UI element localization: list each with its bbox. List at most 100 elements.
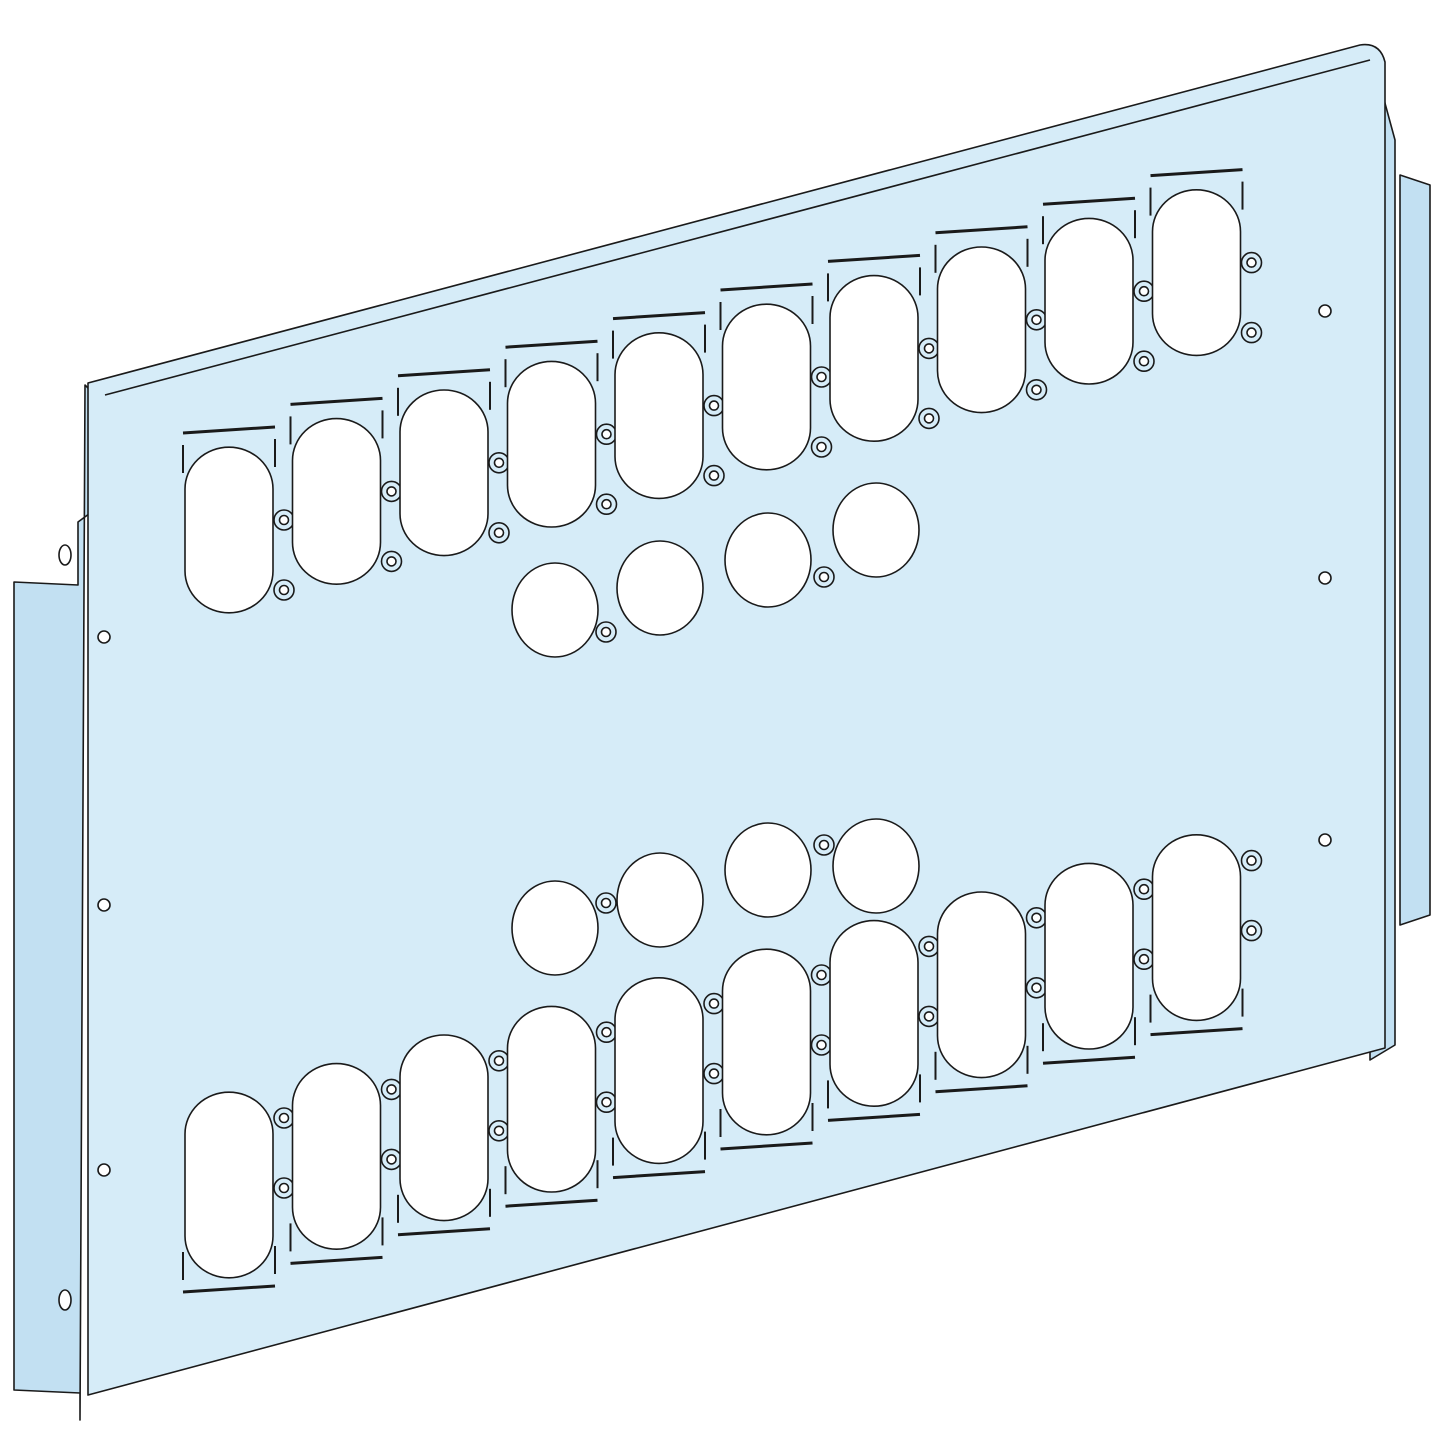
knockout-bar xyxy=(612,311,706,321)
oval-cutout xyxy=(614,332,704,500)
screw-hole xyxy=(1246,855,1257,866)
oval-cutout xyxy=(936,246,1027,414)
knockout-bar xyxy=(182,1284,276,1294)
knockout-bar xyxy=(182,425,276,435)
screw-ring xyxy=(813,566,835,588)
round-cutout xyxy=(832,482,920,578)
knockout-bar xyxy=(720,1141,813,1151)
screw-ring xyxy=(1240,251,1263,274)
screw-hole xyxy=(818,839,830,851)
screw-hole xyxy=(1138,355,1150,367)
screw-hole xyxy=(601,428,612,440)
screw-hole xyxy=(493,457,505,469)
knockout-bar xyxy=(290,1255,383,1265)
oval-cutout xyxy=(399,389,489,557)
screw-ring xyxy=(1025,378,1048,401)
screw-ring xyxy=(380,550,403,573)
screw-hole xyxy=(1138,883,1150,895)
screw-hole xyxy=(923,343,935,354)
screw-hole xyxy=(1246,257,1257,268)
round-cutout xyxy=(511,562,599,658)
screw-ring xyxy=(1133,350,1155,373)
fixing-hole xyxy=(97,1163,111,1177)
round-cutout xyxy=(616,852,704,948)
screw-hole xyxy=(600,897,612,909)
knockout-bar xyxy=(1042,196,1136,206)
screw-hole xyxy=(1031,384,1042,396)
screw-ring xyxy=(1240,849,1263,872)
round-cutout xyxy=(724,512,812,608)
screw-hole xyxy=(816,371,827,383)
screw-ring xyxy=(273,579,295,601)
round-cutout xyxy=(832,818,920,914)
screw-ring xyxy=(1240,321,1263,344)
screw-hole xyxy=(600,626,612,638)
knockout-bar xyxy=(935,1084,1028,1094)
screw-ring xyxy=(918,407,940,430)
screw-hole xyxy=(493,1125,505,1137)
screw-hole xyxy=(708,1068,720,1079)
knockout-bar xyxy=(1042,1055,1136,1065)
screw-hole xyxy=(493,527,505,539)
round-cutout xyxy=(616,540,704,636)
knockout-bar xyxy=(827,1112,921,1122)
screw-hole xyxy=(708,470,720,481)
oval-cutout xyxy=(829,274,919,442)
oval-cutout xyxy=(614,977,704,1165)
screw-hole xyxy=(278,1182,290,1194)
knockout-bar xyxy=(505,339,598,349)
screw-hole xyxy=(278,514,290,526)
screw-hole xyxy=(708,400,720,411)
knockout-bar xyxy=(935,225,1028,235)
screw-hole xyxy=(1031,912,1042,924)
oval-cutout xyxy=(936,891,1027,1079)
screw-hole xyxy=(386,1154,397,1165)
knockout-bar xyxy=(720,282,813,292)
screw-hole xyxy=(278,1112,290,1124)
oval-cutout xyxy=(291,1062,382,1250)
screw-ring xyxy=(488,521,510,544)
right-mounting-rail xyxy=(1399,174,1431,926)
screw-hole xyxy=(1138,285,1150,297)
fixing-hole xyxy=(97,630,111,644)
oval-cutout xyxy=(721,303,812,471)
fixing-hole xyxy=(1318,833,1332,847)
screw-ring xyxy=(595,892,617,914)
knockout-bar xyxy=(1150,1027,1243,1037)
screw-ring xyxy=(595,493,618,516)
plate-cutouts xyxy=(182,168,1263,1294)
screw-hole xyxy=(923,413,935,424)
screw-hole xyxy=(818,571,830,583)
oval-cutout xyxy=(721,948,812,1136)
oval-cutout xyxy=(291,417,382,585)
screw-hole xyxy=(601,1026,612,1038)
top-fold-line xyxy=(104,59,1371,396)
screw-hole xyxy=(816,1039,827,1051)
screw-hole xyxy=(386,1084,397,1095)
screw-hole xyxy=(1031,982,1042,994)
mounting-tab-slot xyxy=(58,1289,72,1311)
oval-cutout xyxy=(506,360,597,528)
knockout-bar xyxy=(1150,168,1243,178)
screw-hole xyxy=(386,556,397,567)
screw-hole xyxy=(708,998,720,1009)
round-cutout xyxy=(724,822,812,918)
screw-ring xyxy=(813,834,835,856)
fixing-hole xyxy=(97,898,111,912)
screw-hole xyxy=(493,1055,505,1067)
oval-cutout xyxy=(829,919,919,1107)
screw-hole xyxy=(923,941,935,952)
fixing-hole xyxy=(1318,571,1332,585)
knockout-bar xyxy=(290,396,383,406)
screw-hole xyxy=(1246,327,1257,338)
screw-hole xyxy=(923,1011,935,1022)
knockout-bar xyxy=(397,1227,491,1237)
oval-cutout xyxy=(399,1034,489,1222)
oval-cutout xyxy=(184,446,274,614)
screw-hole xyxy=(278,584,290,596)
knockout-bar xyxy=(612,1170,706,1180)
screw-hole xyxy=(1138,953,1150,965)
oval-cutout xyxy=(1151,189,1242,357)
knockout-bar xyxy=(397,368,491,378)
